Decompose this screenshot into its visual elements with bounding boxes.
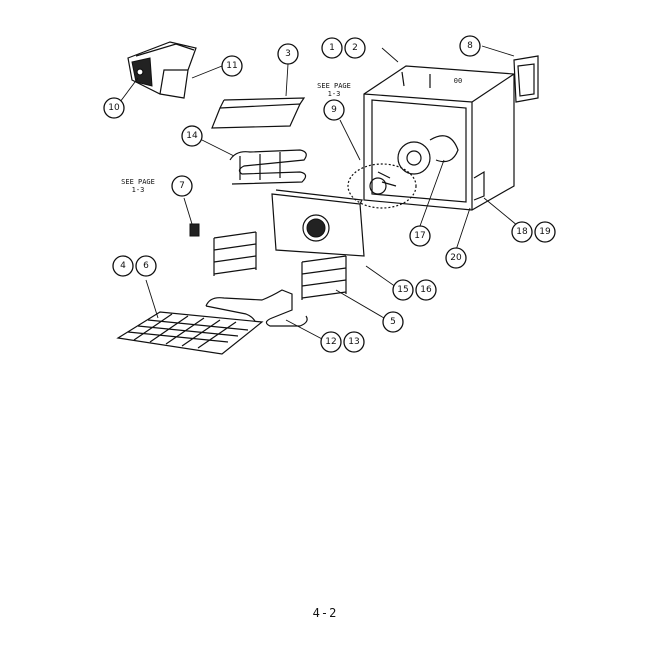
- right-rack-guide-part: [301, 255, 347, 300]
- see-page-note-left: SEE PAGE 1-3: [121, 178, 155, 194]
- svg-text:10: 10: [108, 103, 120, 113]
- svg-text:8: 8: [467, 41, 473, 51]
- callout-13: 13: [343, 331, 365, 353]
- svg-text:6: 6: [143, 261, 149, 271]
- callout-14: 14: [181, 125, 203, 147]
- callout-1: 1: [321, 37, 343, 59]
- svg-text:1-3: 1-3: [328, 90, 341, 98]
- left-rack-guide-part: [213, 231, 257, 276]
- svg-text:2: 2: [352, 43, 358, 53]
- side-panel-part: [513, 55, 539, 103]
- svg-text:14: 14: [186, 131, 198, 141]
- svg-text:SEE PAGE: SEE PAGE: [121, 178, 155, 186]
- callout-10: 10: [103, 97, 125, 119]
- callout-7: 7: [171, 175, 193, 197]
- oven-rack-part: [116, 311, 264, 355]
- callout-11: 11: [221, 55, 243, 77]
- svg-text:4: 4: [120, 261, 126, 271]
- svg-text:13: 13: [348, 337, 359, 347]
- svg-text:3: 3: [285, 49, 291, 59]
- svg-text:18: 18: [516, 227, 528, 237]
- svg-text:1-3: 1-3: [132, 186, 145, 194]
- callout-4: 4: [112, 255, 134, 277]
- svg-text:19: 19: [539, 227, 551, 237]
- svg-text:15: 15: [397, 285, 408, 295]
- callout-20: 20: [445, 247, 467, 269]
- svg-text:SEE PAGE: SEE PAGE: [317, 82, 351, 90]
- top-panel-part: [211, 97, 306, 129]
- callout-18: 18: [511, 221, 533, 243]
- rear-panel-part: [271, 189, 365, 257]
- svg-text:11: 11: [226, 61, 237, 71]
- see-page-note-top: SEE PAGE 1-3: [317, 82, 351, 98]
- svg-text:9: 9: [331, 105, 337, 115]
- callout-12: 12: [320, 331, 342, 353]
- callout-2: 2: [344, 37, 366, 59]
- callout-17: 17: [409, 225, 431, 247]
- svg-text:12: 12: [325, 337, 336, 347]
- svg-text:17: 17: [414, 231, 425, 241]
- svg-text:00: 00: [454, 77, 462, 85]
- callout-9: 9: [323, 99, 345, 121]
- svg-text:20: 20: [450, 253, 462, 263]
- callout-8: 8: [459, 35, 481, 57]
- svg-text:7: 7: [179, 181, 185, 191]
- control-head-assembly: [127, 41, 197, 99]
- callout-19: 19: [534, 221, 556, 243]
- thermostat-block-part: [189, 223, 200, 237]
- svg-text:16: 16: [420, 285, 432, 295]
- callout-5: 5: [382, 311, 404, 333]
- callout-6: 6: [135, 255, 157, 277]
- callout-3: 3: [277, 43, 299, 65]
- callout-15: 15: [392, 279, 414, 301]
- oven-cavity-assembly: 00: [347, 65, 515, 211]
- page-number: 4-2: [312, 606, 338, 620]
- leader-lines: [119, 45, 519, 341]
- svg-text:1: 1: [329, 43, 335, 53]
- broil-element-part: [229, 149, 307, 185]
- svg-text:5: 5: [390, 317, 396, 327]
- callout-16: 16: [415, 279, 437, 301]
